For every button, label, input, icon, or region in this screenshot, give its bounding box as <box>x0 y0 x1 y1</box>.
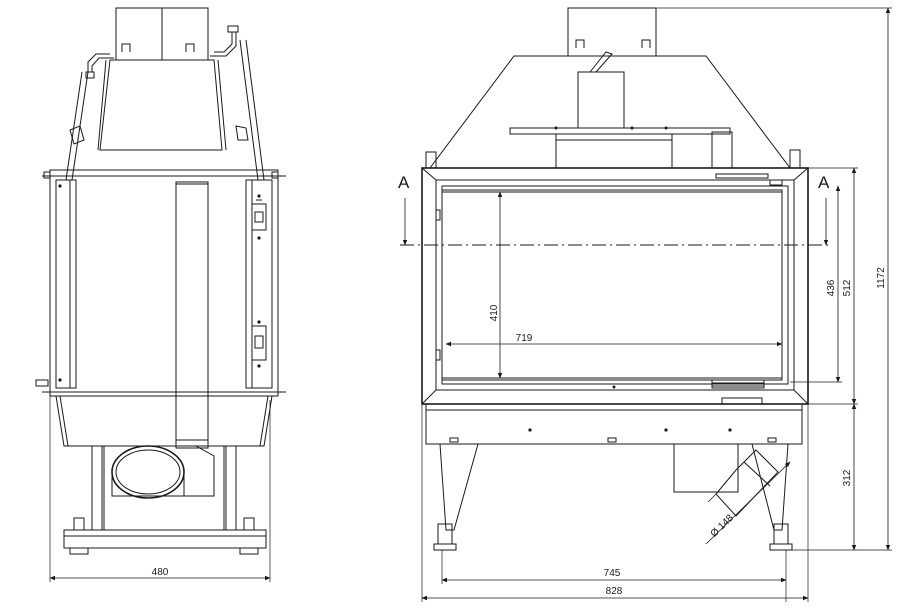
dim-glass-height-side: 436 <box>826 279 837 296</box>
dim-side-width: 480 <box>152 567 169 578</box>
dim-glass-width: 719 <box>516 333 533 344</box>
dim-door-height: 512 <box>842 279 853 296</box>
side-view: 480 <box>35 7 286 582</box>
dim-glass-height: 410 <box>489 304 500 321</box>
dim-total-height: 1172 <box>876 267 887 289</box>
section-marker-left: A <box>398 173 410 192</box>
front-view: A A 410 719 436 512 312 1172 745 828 <box>398 7 892 602</box>
dim-base-height: 312 <box>842 469 853 486</box>
dim-front-outer-width: 828 <box>606 586 623 597</box>
dim-front-inner-width: 745 <box>604 568 621 579</box>
dim-flue-diameter: Ø 148 <box>709 512 737 539</box>
section-marker-right: A <box>818 173 830 192</box>
